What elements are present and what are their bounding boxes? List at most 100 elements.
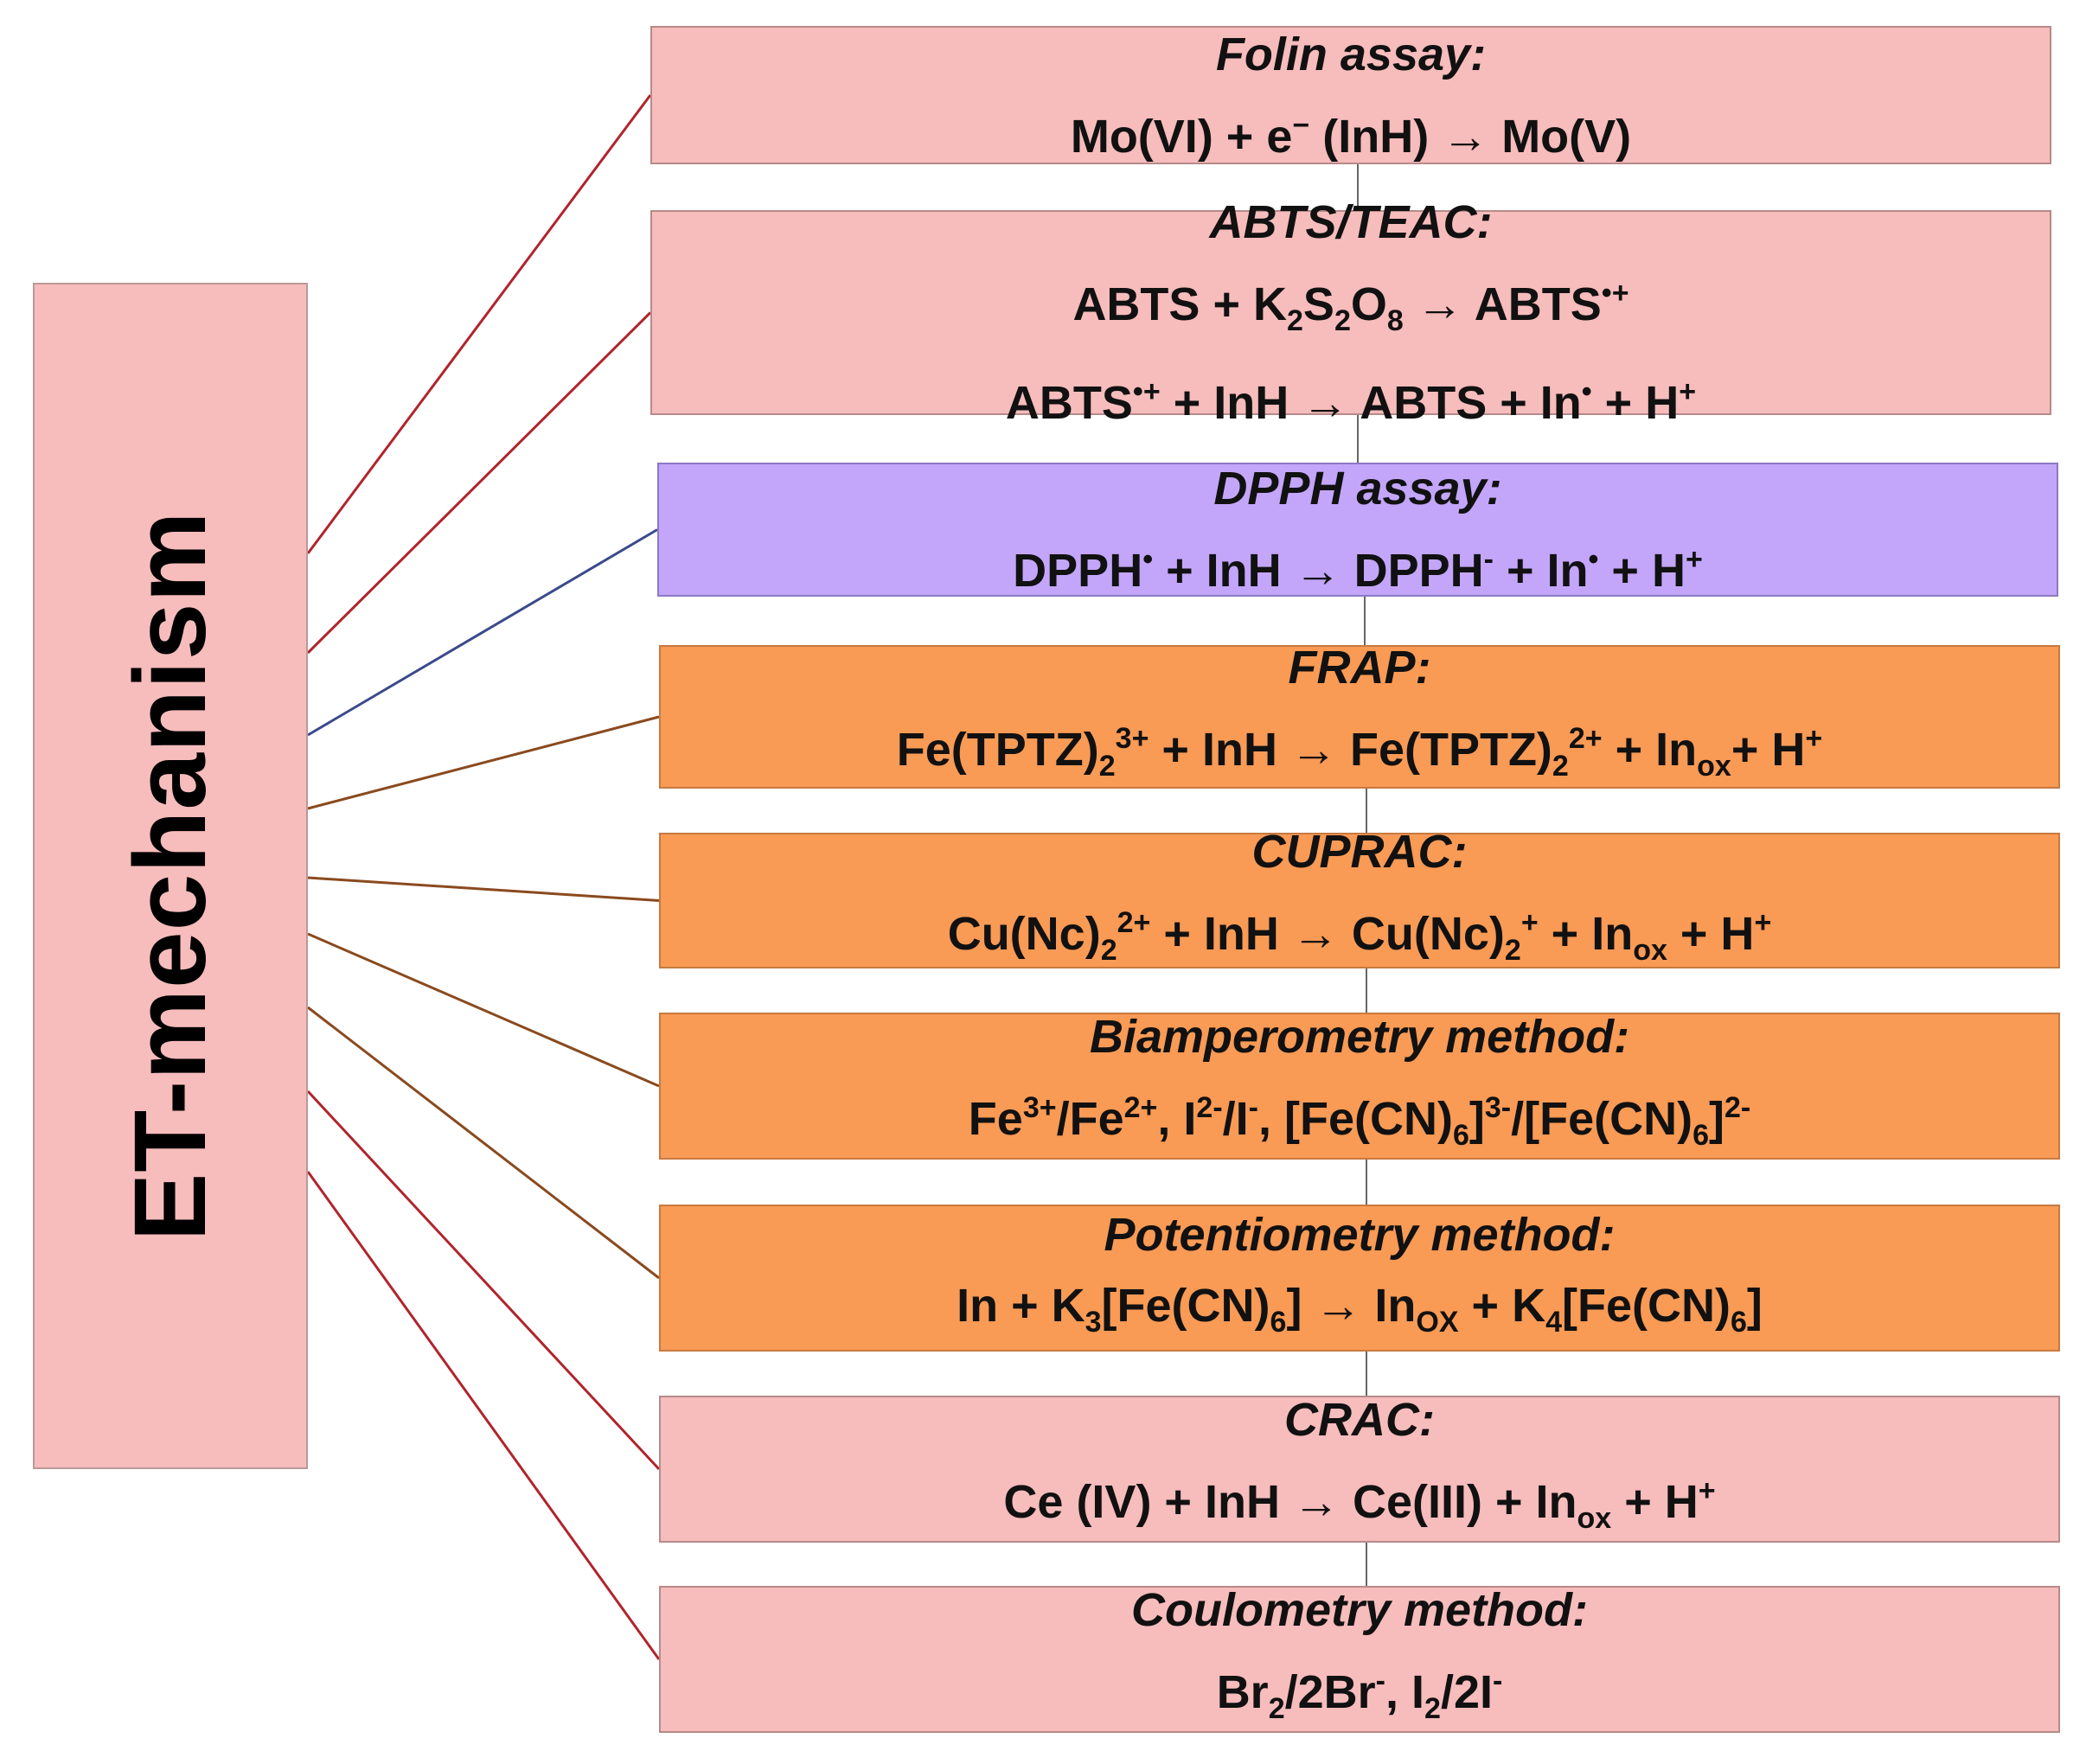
superscript: + bbox=[1754, 905, 1772, 939]
method-box-dpph: DPPH assay:DPPH• + InH → DPPH- + In• + H… bbox=[657, 463, 2058, 597]
equation-text: (InH) → Mo(V) bbox=[1309, 110, 1632, 163]
equation-text: [Fe(CN) bbox=[1101, 1279, 1270, 1332]
equation-text: Fe bbox=[968, 1093, 1023, 1145]
superscript: 3+ bbox=[1115, 722, 1149, 755]
superscript: 2+ bbox=[1117, 905, 1151, 939]
equation-text: , [Fe(CN) bbox=[1257, 1093, 1453, 1145]
equation-text: Cu(Nc) bbox=[947, 907, 1101, 960]
method-box-crac: CRAC: Ce (IV) + InH → Ce(III) + Inox + H+ bbox=[659, 1394, 2060, 1543]
connector-biamperometry bbox=[307, 932, 660, 1088]
equation-text: S bbox=[1302, 278, 1334, 330]
superscript: + bbox=[1520, 905, 1539, 939]
subscript: 3 bbox=[1085, 1305, 1102, 1339]
equation-text: /Fe bbox=[1056, 1093, 1124, 1145]
equation-text: + In bbox=[1602, 724, 1698, 776]
method-box-potentiometry: Potentiometry method:In + K3[Fe(CN)6] → … bbox=[659, 1205, 2060, 1352]
connector-potentiometry bbox=[307, 1006, 660, 1280]
superscript: • bbox=[1581, 375, 1592, 408]
superscript: 2- bbox=[1196, 1091, 1223, 1124]
method-title: CRAC: bbox=[1284, 1394, 1435, 1446]
equation-text: + H bbox=[1731, 724, 1806, 776]
equation-text: + InH → ABTS + In bbox=[1160, 377, 1582, 429]
equation-text: + H bbox=[1611, 1476, 1699, 1528]
superscript: - bbox=[1248, 1091, 1258, 1124]
connector-folin bbox=[306, 94, 652, 554]
method-equation: ABTS + K2S2O8 → ABTS•+ bbox=[652, 258, 2050, 356]
subscript: 2 bbox=[1268, 1692, 1285, 1725]
equation-text: /[Fe(CN) bbox=[1511, 1093, 1693, 1145]
superscript: - bbox=[1375, 1665, 1385, 1697]
superscript: •+ bbox=[1132, 375, 1161, 408]
equation-text: + InH → DPPH bbox=[1153, 545, 1484, 597]
subscript: 2 bbox=[1100, 933, 1117, 967]
subscript: 2 bbox=[1552, 750, 1569, 783]
subscript: ox bbox=[1697, 750, 1731, 783]
equation-text: ] bbox=[1746, 1279, 1763, 1332]
connector-dpph bbox=[307, 528, 658, 737]
equation-text: , I bbox=[1385, 1666, 1425, 1718]
superscript: + bbox=[1679, 375, 1697, 408]
method-title: DPPH assay: bbox=[1213, 463, 1502, 514]
superscript: - bbox=[1483, 543, 1494, 576]
method-equation: In + K3[Fe(CN)6] → InOX + K4[Fe(CN)6] bbox=[661, 1270, 2058, 1358]
connector-frap bbox=[307, 715, 660, 810]
connector-abts bbox=[306, 311, 652, 655]
superscript: + bbox=[1698, 1474, 1716, 1507]
subscript: 2 bbox=[1504, 933, 1521, 967]
subscript: 2 bbox=[1286, 304, 1303, 337]
superscript: 2- bbox=[1724, 1091, 1751, 1124]
equation-text: ] → In bbox=[1286, 1279, 1417, 1332]
method-equation: Mo(VI) + e− (InH) → Mo(V) bbox=[652, 90, 2050, 172]
equation-text: + InH → Fe(TPTZ) bbox=[1149, 724, 1552, 776]
subscript: OX bbox=[1416, 1305, 1459, 1339]
superscript: • bbox=[1588, 543, 1599, 576]
method-box-biamperometry: Biamperometry method:Fe3+/Fe2+, I2-/I-, … bbox=[659, 1011, 2060, 1160]
subscript: ox bbox=[1577, 1502, 1612, 1535]
superscript: − bbox=[1292, 108, 1310, 142]
equation-text: ABTS bbox=[1005, 377, 1133, 429]
et-mechanism-box: ET-mechanism bbox=[33, 283, 308, 1469]
equation-text: /2I bbox=[1440, 1666, 1493, 1718]
method-equation: DPPH• + InH → DPPH- + In• + H+ bbox=[659, 524, 2057, 606]
method-equation: Br2/2Br-, I2/2I- bbox=[661, 1646, 2058, 1744]
superscript: + bbox=[1685, 543, 1703, 576]
subscript: 6 bbox=[1730, 1305, 1747, 1339]
equation-text: Ce (IV) + InH → Ce(III) + In bbox=[1003, 1476, 1577, 1528]
equation-text: O bbox=[1350, 278, 1387, 330]
method-title: Potentiometry method: bbox=[1104, 1208, 1616, 1261]
connector-cuprac bbox=[307, 876, 660, 902]
equation-text: + H bbox=[1591, 377, 1680, 429]
equation-text: + In bbox=[1538, 907, 1634, 960]
subscript: 8 bbox=[1386, 304, 1404, 337]
equation-text: + InH → Cu(Nc) bbox=[1150, 907, 1505, 960]
equation-text: + H bbox=[1667, 907, 1755, 960]
equation-text: ABTS + K bbox=[1072, 278, 1287, 330]
method-title: Coulometry method: bbox=[1130, 1584, 1588, 1636]
equation-text: + K bbox=[1458, 1279, 1546, 1332]
et-mechanism-label: ET-mechanism bbox=[113, 510, 227, 1242]
connector-coulometry bbox=[306, 1171, 661, 1660]
equation-text: + In bbox=[1493, 545, 1589, 597]
method-equation: ABTS•+ + InH → ABTS + In• + H+ bbox=[652, 356, 2050, 438]
method-box-abts: ABTS/TEAC:ABTS + K2S2O8 → ABTS•+ABTS•+ +… bbox=[650, 196, 2051, 429]
equation-text: In + K bbox=[957, 1279, 1085, 1332]
subscript: 6 bbox=[1452, 1119, 1469, 1152]
superscript: 2+ bbox=[1568, 722, 1603, 755]
method-box-coulometry: Coulometry method:Br2/2Br-, I2/2I- bbox=[659, 1584, 2060, 1733]
superscript: - bbox=[1492, 1665, 1503, 1697]
subscript: 2 bbox=[1098, 750, 1116, 783]
subscript: 6 bbox=[1270, 1305, 1287, 1339]
method-title: ABTS/TEAC: bbox=[1209, 196, 1493, 248]
equation-text: Fe(TPTZ) bbox=[896, 724, 1099, 776]
method-equation: Cu(Nc)22+ + InH → Cu(Nc)2+ + Inox + H+ bbox=[661, 887, 2058, 986]
superscript: •+ bbox=[1601, 277, 1629, 310]
method-box-cuprac: CUPRAC:Cu(Nc)22+ + InH → Cu(Nc)2+ + Inox… bbox=[659, 826, 2060, 968]
method-box-frap: FRAP:Fe(TPTZ)23+ + InH → Fe(TPTZ)22+ + I… bbox=[659, 642, 2060, 789]
subscript: 4 bbox=[1545, 1305, 1563, 1339]
equation-text: → ABTS bbox=[1403, 278, 1602, 330]
equation-text: , I bbox=[1157, 1093, 1197, 1145]
method-title: Biamperometry method: bbox=[1089, 1011, 1630, 1063]
method-equation: Ce (IV) + InH → Ce(III) + Inox + H+ bbox=[661, 1455, 2058, 1554]
superscript: 3+ bbox=[1022, 1091, 1057, 1124]
